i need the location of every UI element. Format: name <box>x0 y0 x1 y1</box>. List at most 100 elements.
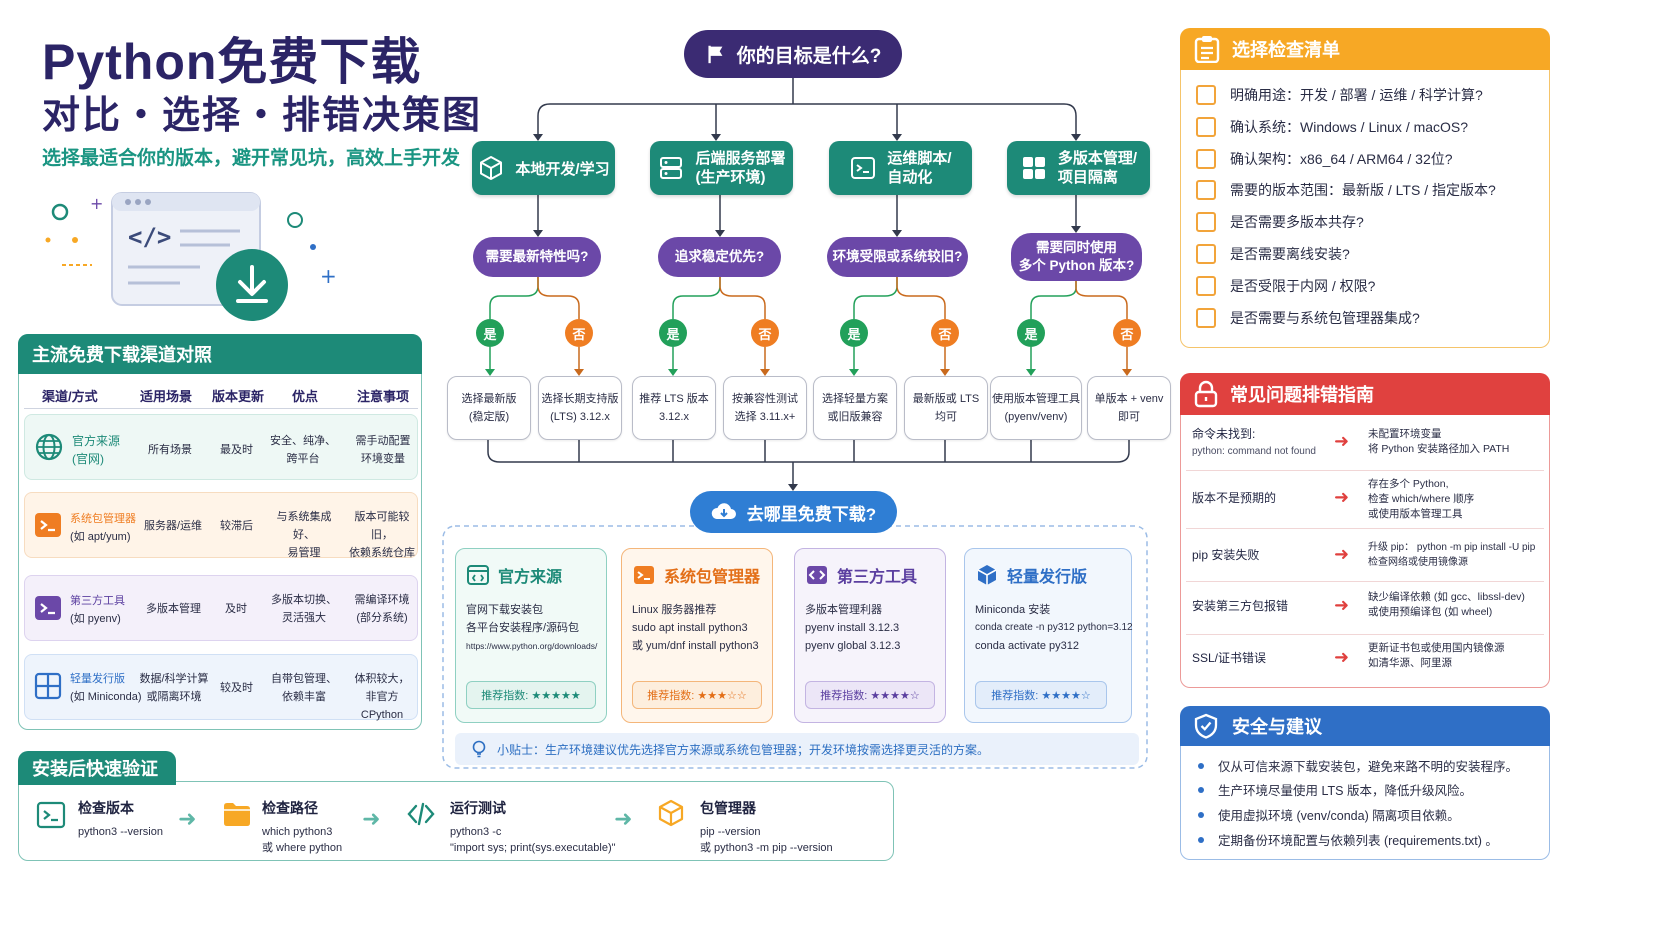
checkbox[interactable] <box>1196 117 1216 137</box>
safety-title: 安全与建议 <box>1232 717 1322 737</box>
leaf-lts: 选择长期支持版(LTS) 3.12.x <box>538 376 622 440</box>
arrow-right-icon: ➜ <box>362 806 381 831</box>
category-label: 多版本管理/ <box>1057 150 1138 167</box>
checkbox[interactable] <box>1196 149 1216 169</box>
checklist-title: 选择检查清单 <box>1232 40 1340 60</box>
box-icon <box>977 565 997 585</box>
leaf-line: 最新版或 LTS <box>912 393 980 405</box>
solution-line: 缺少编译依赖 (如 gcc、libssl-dev) <box>1368 591 1525 603</box>
problem-detail: python: command not found <box>1192 446 1316 457</box>
source-line: 或 yum/dnf install python3 <box>632 640 759 652</box>
problem-label: 命令未找到: <box>1192 427 1256 441</box>
category-label: 本地开发/学习 <box>515 160 610 178</box>
safety-item: 仅从可信来源下载安装包，避免来路不明的安装程序。 <box>1198 756 1518 775</box>
checkbox[interactable] <box>1196 180 1216 200</box>
solution-line: 如清华源、阿里源 <box>1368 657 1452 669</box>
leaf-line: 使用版本管理工具 <box>992 393 1080 405</box>
step-detail: python3 --version <box>78 826 163 838</box>
leaf-latest: 选择最新版(稳定版) <box>447 376 531 440</box>
step-detail: which python3 <box>262 826 333 838</box>
question-label: 需要最新特性吗? <box>485 249 589 264</box>
channel-name: 系统包管理器 <box>70 513 136 525</box>
question-label: 追求稳定优先? <box>674 249 765 264</box>
checklist-header: 选择检查清单 <box>1180 28 1550 70</box>
channel-name: 轻量发行版 <box>70 673 125 685</box>
channel-name: 第三方工具 <box>70 595 125 607</box>
cube-icon <box>480 156 503 180</box>
checklist-item[interactable]: 是否受限于内网 / 权限? <box>1196 276 1375 296</box>
source-card-distribution: 轻量发行版 Miniconda 安装 conda create -n py312… <box>964 548 1133 723</box>
folder-icon <box>224 803 250 826</box>
leaf-line: 按兼容性测试 <box>732 393 798 405</box>
channel-note: 非官方 CPython <box>360 691 404 721</box>
page-subtitle: 对比・选择・排错决策图 <box>42 95 483 137</box>
category-label-sub: (生产环境) <box>695 169 766 186</box>
source-line: 各平台安装程序/源码包 <box>466 622 580 634</box>
arrow-right-icon: ➜ <box>1334 431 1350 451</box>
safety-item: 使用虚拟环境 (venv/conda) 隔离项目依赖。 <box>1198 805 1460 824</box>
channel-scene: 数据/科学计算 <box>139 673 209 685</box>
checklist-item[interactable]: 是否需要与系统包管理器集成? <box>1196 308 1420 328</box>
source-line: pyenv global 3.12.3 <box>805 640 901 652</box>
source-line: sudo apt install python3 <box>632 622 748 634</box>
channel-pro: 与系统集成好、 <box>276 511 332 541</box>
source-title: 第三方工具 <box>837 569 918 586</box>
step-detail: pip --version <box>700 826 761 838</box>
channel-note: 需手动配置 <box>355 435 411 447</box>
no-badge: 否 <box>565 319 593 347</box>
grid-plus-icon <box>34 672 62 700</box>
shield-icon <box>1194 713 1218 739</box>
leaf-line: 均可 <box>934 411 957 423</box>
safety-item-label: 生产环境尽量使用 LTS 版本，降低升级风险。 <box>1218 784 1472 798</box>
verify-title: 安装后快速验证 <box>18 751 176 785</box>
checkbox[interactable] <box>1196 85 1216 105</box>
rating-badge: 推荐指数: ★★★★★ <box>466 681 596 709</box>
channel-scene: 服务器/运维 <box>144 520 203 532</box>
source-link[interactable]: https://www.python.org/downloads/ <box>466 641 598 651</box>
leaf-either: 最新版或 LTS 均可 <box>904 376 988 440</box>
solution-line: 升级 pip： python -m pip install -U pip <box>1368 542 1536 553</box>
channel-sub: (如 pyenv) <box>70 613 121 625</box>
checklist-item[interactable]: 确认系统：Windows / Linux / macOS? <box>1196 117 1468 137</box>
safety-item: 定期备份环境配置与依赖列表 (requirements.txt) 。 <box>1198 830 1498 849</box>
svg-text:+: + <box>320 264 337 288</box>
channel-pro: 跨平台 <box>286 453 320 465</box>
channel-sub: (官网) <box>72 452 104 466</box>
step-title: 检查路径 <box>262 800 318 816</box>
leaf-line: (LTS) 3.12.x <box>550 411 610 423</box>
channel-pro: 灵活强大 <box>282 612 326 624</box>
checkbox[interactable] <box>1196 212 1216 232</box>
category-backend: 后端服务部署 (生产环境) <box>650 141 793 195</box>
channel-note: 需编译环境 <box>354 594 410 606</box>
troubleshoot-title: 常见问题排错指南 <box>1230 385 1374 405</box>
checklist-item[interactable]: 需要的版本范围：最新版 / LTS / 指定版本? <box>1196 180 1496 200</box>
rating-badge: 推荐指数: ★★★★☆ <box>975 681 1107 709</box>
checkbox[interactable] <box>1196 244 1216 264</box>
troubleshoot-row <box>1186 529 1544 582</box>
checklist-item-label: 确认架构：x86_64 / ARM64 / 32位? <box>1230 151 1453 167</box>
problem-label: SSL/证书错误 <box>1192 651 1267 665</box>
checklist-item[interactable]: 是否需要离线安装? <box>1196 244 1350 264</box>
channel-scene: 多版本管理 <box>146 603 201 615</box>
arrow-right-icon: ➜ <box>1334 647 1350 667</box>
source-line: Linux 服务器推荐 <box>632 604 717 616</box>
table-header: 渠道/方式 <box>42 389 98 404</box>
checklist-item[interactable]: 确认架构：x86_64 / ARM64 / 32位? <box>1196 149 1453 169</box>
channel-scene: 所有场景 <box>148 444 192 456</box>
solution-line: 检查网络或使用镜像源 <box>1368 557 1468 568</box>
step-detail: 或 python3 -m pip --version <box>700 842 833 854</box>
safety-item-label: 仅从可信来源下载安装包，避免来路不明的安装程序。 <box>1218 760 1519 774</box>
terminal-icon <box>35 596 61 620</box>
checklist-item[interactable]: 是否需要多版本共存? <box>1196 212 1364 232</box>
channel-scene: 或隔离环境 <box>146 691 202 703</box>
checkbox[interactable] <box>1196 276 1216 296</box>
leaf-line: 选择最新版 <box>461 393 517 405</box>
leaf-line: 选择轻量方案 <box>822 393 888 405</box>
checklist-item[interactable]: 明确用途：开发 / 部署 / 运维 / 科学计算? <box>1196 85 1483 105</box>
safety-item-label: 定期备份环境配置与依赖列表 (requirements.txt) 。 <box>1218 834 1498 848</box>
safety-item: 生产环境尽量使用 LTS 版本，降低升级风险。 <box>1198 780 1472 799</box>
category-label-sub: 自动化 <box>887 169 933 186</box>
checkbox[interactable] <box>1196 308 1216 328</box>
question-restricted: 环境受限或系统较旧? <box>827 237 968 277</box>
step-detail: "import sys; print(sys.executable)" <box>450 842 616 854</box>
